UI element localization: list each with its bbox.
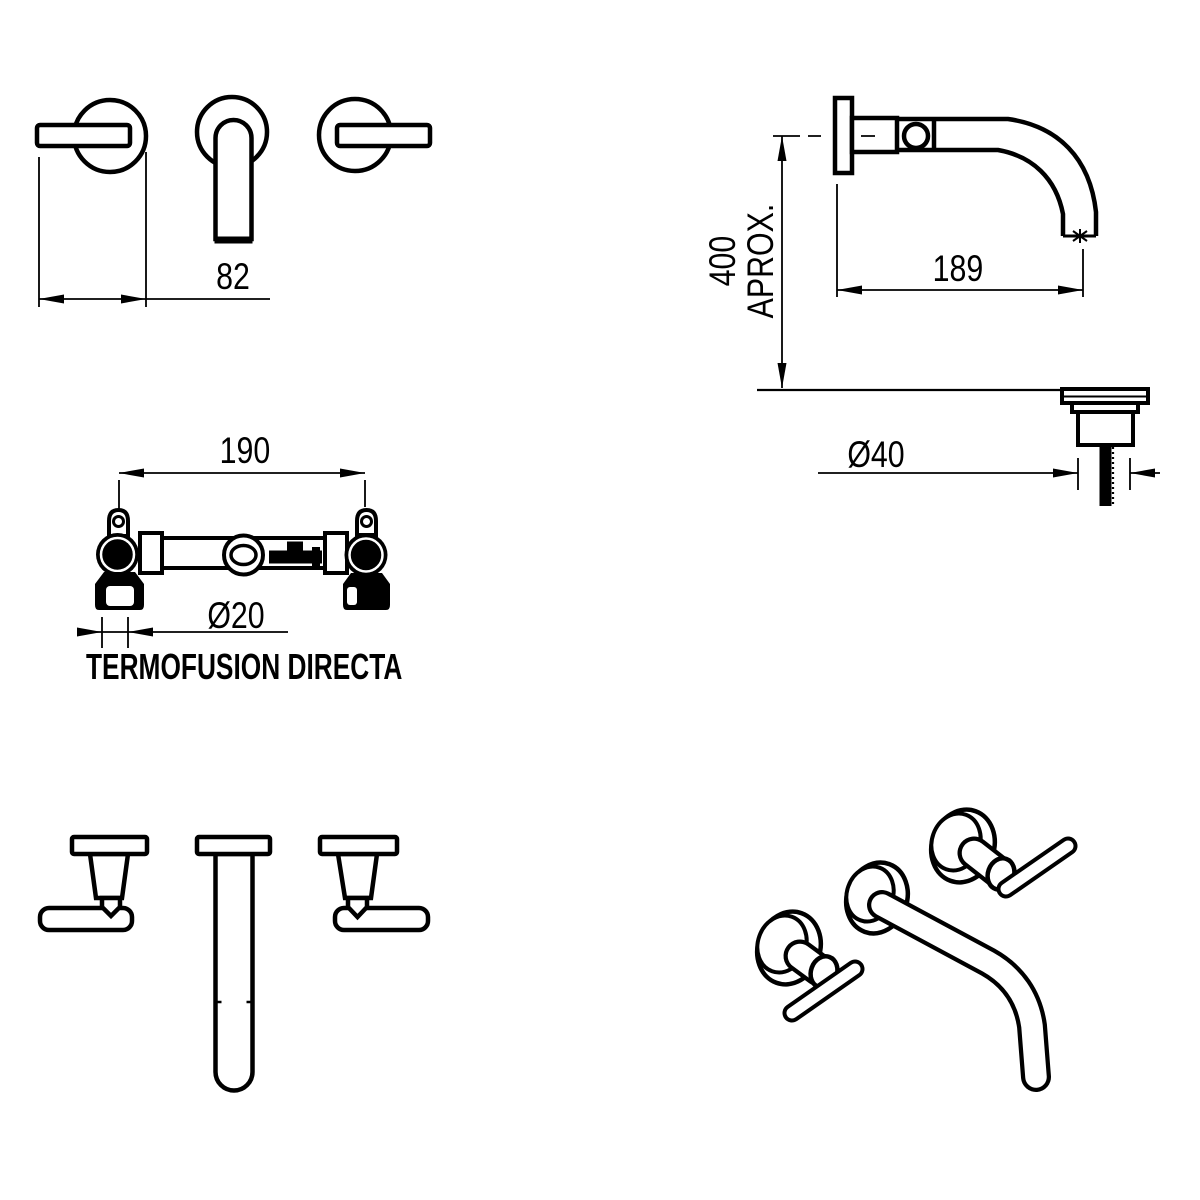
perspective-left-handle [754, 909, 865, 1023]
wall-flange [832, 95, 855, 176]
front-width-dimension-label: 82 [216, 256, 250, 297]
perspective-view-drawing [754, 807, 1078, 1092]
spout-body [849, 115, 900, 155]
left-tube-cap [138, 531, 164, 575]
aerator-mark [1072, 229, 1088, 243]
top-view-drawing [37, 834, 431, 1093]
spout-curve-outer [897, 116, 1099, 236]
pipe-diameter-dimension-label: Ø20 [207, 595, 265, 636]
drain-threaded-rod [1099, 445, 1112, 506]
right-handle-flange-top [317, 834, 400, 857]
right-tube-cap [323, 531, 349, 575]
rough-in-drawing [77, 468, 390, 648]
right-handle-lever-top [332, 905, 431, 933]
drain-diameter-dimension-label: Ø40 [847, 434, 905, 475]
dimension-400 [757, 136, 1060, 392]
spout-flange-top [194, 834, 273, 857]
dimension-189 [836, 184, 1084, 297]
height-dimension-value: 400 [702, 235, 743, 287]
right-valve-body [344, 533, 388, 577]
dimension-190 [118, 468, 366, 509]
dimension-82 [38, 152, 270, 307]
set-screw [901, 121, 931, 151]
reach-dimension-label: 189 [932, 248, 984, 289]
drain-body [1076, 410, 1135, 447]
drain-drawing [818, 387, 1160, 506]
spout-curve-inner [897, 147, 1066, 236]
side-view-drawing [757, 95, 1099, 392]
spacing-dimension-label: 190 [219, 430, 271, 471]
dimension-d40 [818, 458, 1160, 490]
height-dimension-qualifier: APROX. [740, 203, 781, 319]
left-handle-stem-top [99, 895, 123, 920]
installation-note-label: TERMOFUSION DIRECTA [86, 646, 403, 687]
dimension-d20 [77, 617, 288, 648]
right-handle-body-top [335, 851, 380, 901]
left-handle-flange-top [69, 834, 150, 857]
perspective-right-handle [928, 807, 1078, 899]
tee-fitting [269, 550, 322, 564]
spout-tube [213, 117, 254, 242]
left-handle-body-top [87, 851, 131, 901]
perspective-spout [843, 860, 1051, 1092]
right-handle-stem-top [345, 895, 370, 921]
height-dimension-label: 400 APROX. [702, 195, 781, 326]
left-handle-lever [34, 122, 133, 149]
left-valve-body [96, 533, 139, 576]
front-view-drawing [34, 94, 433, 307]
right-handle-lever [334, 122, 433, 149]
spout-tube-top [213, 851, 255, 1093]
